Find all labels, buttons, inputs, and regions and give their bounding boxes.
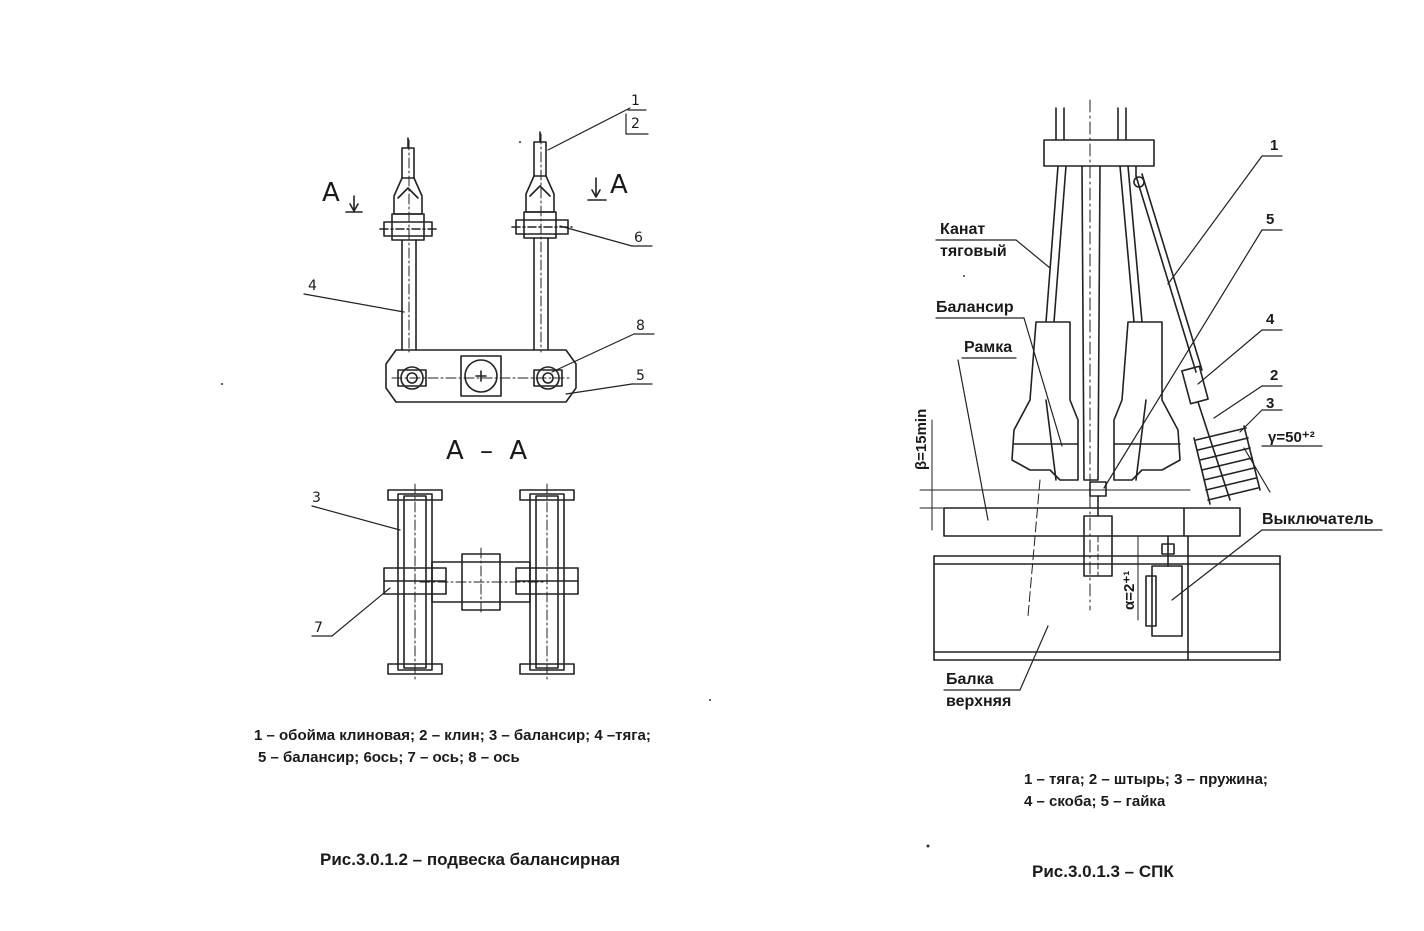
top-crossbar [1043, 139, 1155, 167]
view-mark-left: А [322, 178, 340, 208]
callout-2-right: 2 [1270, 367, 1279, 384]
callout-4-right: 4 [1266, 311, 1275, 328]
right-rod [511, 131, 573, 353]
scan-specks [221, 141, 965, 848]
left-leaders [303, 107, 655, 395]
dim-alpha: α=2⁺¹ [1121, 570, 1138, 610]
section-left-balancer [383, 483, 447, 681]
callout-7-left: 7 [314, 620, 323, 636]
left-legend-line-2: 5 – балансир; 6ось; 7 – ось; 8 – ось [258, 749, 520, 766]
spk-leaders [935, 155, 1383, 691]
view-mark-right: А [610, 170, 628, 200]
label-balka-line-2: верхняя [946, 693, 1012, 710]
frame-rail [943, 507, 1241, 537]
spk-drawing [919, 99, 1383, 691]
left-suspension-view [303, 107, 655, 403]
limit-switch [1137, 535, 1183, 637]
label-ramka: Рамка [964, 339, 1013, 356]
label-vykluchatel: Выключатель [1262, 511, 1374, 528]
callout-8-left: 8 [636, 318, 645, 334]
balancer-plate [385, 349, 577, 403]
left-rod [379, 137, 437, 353]
callout-5-right: 5 [1266, 211, 1275, 228]
section-a-a-view [311, 483, 579, 681]
callout-3-left: 3 [312, 490, 321, 506]
label-balansir: Балансир [936, 299, 1014, 316]
section-leaders [311, 505, 401, 637]
callout-2-left: 2 [631, 116, 640, 132]
dim-gamma: γ=50⁺² [1268, 429, 1315, 446]
section-title: А – А [446, 436, 532, 466]
right-legend-line-1: 1 – тяга; 2 – штырь; 3 – пружина; [1024, 771, 1268, 788]
callout-4-left: 4 [308, 278, 317, 294]
right-caption: Рис.3.0.1.3 – СПК [1032, 862, 1174, 881]
label-kanat-line-1: Канат [940, 221, 986, 238]
upper-beam [933, 555, 1281, 661]
callout-5-left: 5 [636, 368, 645, 384]
label-balka-line-1: Балка [946, 671, 994, 688]
callout-1-left: 1 [631, 93, 640, 109]
section-cross-bar [419, 547, 545, 615]
right-legend-line-2: 4 – скоба; 5 – гайка [1024, 793, 1166, 810]
left-legend-line-1: 1 – обойма клиновая; 2 – клин; 3 – балан… [254, 727, 651, 744]
callout-6-left: 6 [634, 230, 643, 246]
callout-1-right: 1 [1270, 137, 1279, 154]
spring [1193, 425, 1261, 505]
dim-beta: β=15min [913, 408, 930, 470]
label-kanat-line-2: тяговый [940, 243, 1007, 260]
left-caption: Рис.3.0.1.2 – подвеска балансирная [320, 850, 621, 869]
callout-3-right: 3 [1266, 395, 1275, 412]
